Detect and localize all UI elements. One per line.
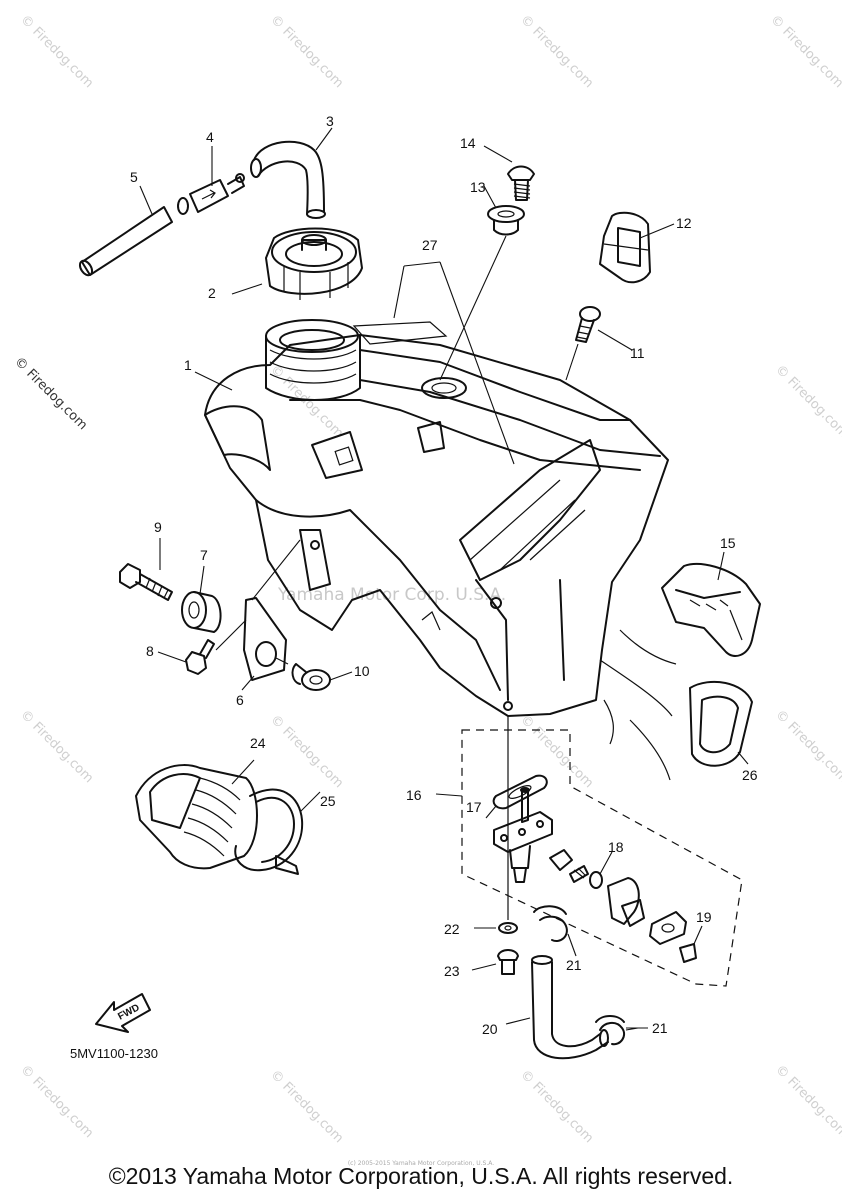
fwd-label: FWD (116, 1002, 141, 1022)
callout-6: 6 (236, 692, 244, 708)
part-11-bolt (565, 306, 633, 381)
watermark: © Firedog.com (11, 354, 90, 433)
part-14-screw (507, 165, 535, 201)
callout-17: 17 (466, 799, 482, 815)
watermark: © Firedog.com (772, 707, 842, 786)
watermark: © Firedog.com (17, 707, 96, 786)
part-16-fuel-cock-assembly (435, 716, 743, 987)
callout-15: 15 (720, 535, 736, 551)
callout-9: 9 (154, 519, 162, 535)
copyright-notice: ©2013 Yamaha Motor Corporation, U.S.A. A… (108, 1163, 734, 1189)
watermark: © Firedog.com (17, 1062, 96, 1141)
watermark: © Firedog.com (772, 1062, 842, 1141)
part-13-collar (439, 205, 525, 381)
callout-5: 5 (130, 169, 138, 185)
part-9-bolt (119, 563, 173, 601)
callout-23: 23 (444, 963, 460, 979)
callout-14: 14 (460, 135, 476, 151)
callout-27: 27 (422, 237, 438, 253)
watermark: © Firedog.com (267, 1067, 346, 1146)
callout-25: 25 (320, 793, 336, 809)
part-3-breather-hose (250, 140, 326, 219)
part-7-damper (181, 591, 222, 633)
callout-20: 20 (482, 1021, 498, 1037)
callout-18: 18 (608, 839, 624, 855)
watermark: © Firedog.com (517, 12, 596, 91)
leader-lines (139, 127, 725, 1031)
fwd-arrow-icon: FWD (95, 993, 151, 1033)
part-4-valve (177, 173, 245, 215)
part-1-fuel-tank (204, 319, 669, 717)
part-12-clamp (599, 211, 651, 284)
part-8-bolt (185, 639, 215, 675)
watermark: © Firedog.com (772, 362, 842, 441)
callout-labels: 1 2 3 4 5 6 7 8 9 10 11 12 13 14 15 16 1… (130, 113, 758, 1037)
callout-7: 7 (200, 547, 208, 563)
part-20-fuel-hose (505, 955, 609, 1060)
watermark: © Firedog.com (267, 362, 346, 441)
callout-11: 11 (630, 345, 645, 361)
part-code: 5MV1100-1230 (70, 1046, 158, 1061)
part-26-damper (599, 629, 753, 781)
part-25-band (234, 788, 321, 875)
part-6-bracket (215, 539, 301, 681)
part-24-protector (135, 759, 258, 870)
callout-4: 4 (206, 129, 214, 145)
part-2-tank-cap (265, 227, 363, 300)
callout-12: 12 (676, 215, 692, 231)
watermark: © Firedog.com (17, 12, 96, 91)
center-watermark: Yamaha Motor Corp. U.S.A. (277, 585, 506, 605)
callout-2: 2 (208, 285, 216, 301)
callout-16: 16 (406, 787, 422, 803)
callout-3: 3 (326, 113, 334, 129)
callout-21: 21 (566, 957, 582, 973)
watermark: © Firedog.com (267, 712, 346, 791)
watermark: © Firedog.com (517, 1067, 596, 1146)
part-27-emblem-area (352, 261, 515, 465)
callout-26: 26 (742, 767, 758, 783)
callout-21-outer: 21 (652, 1020, 668, 1036)
callout-1: 1 (184, 357, 192, 373)
callout-24: 24 (250, 735, 266, 751)
part-5-hose (78, 206, 173, 277)
callout-13: 13 (470, 179, 486, 195)
small-print: (c) 2005-2015 Yamaha Motor Corporation, … (347, 1160, 495, 1167)
callout-8: 8 (146, 643, 154, 659)
callout-10: 10 (354, 663, 370, 679)
callout-19: 19 (696, 909, 712, 925)
part-15-guide (661, 563, 761, 657)
watermark: © Firedog.com (267, 12, 346, 91)
callout-22: 22 (444, 921, 460, 937)
watermark: © Firedog.com (767, 12, 842, 91)
